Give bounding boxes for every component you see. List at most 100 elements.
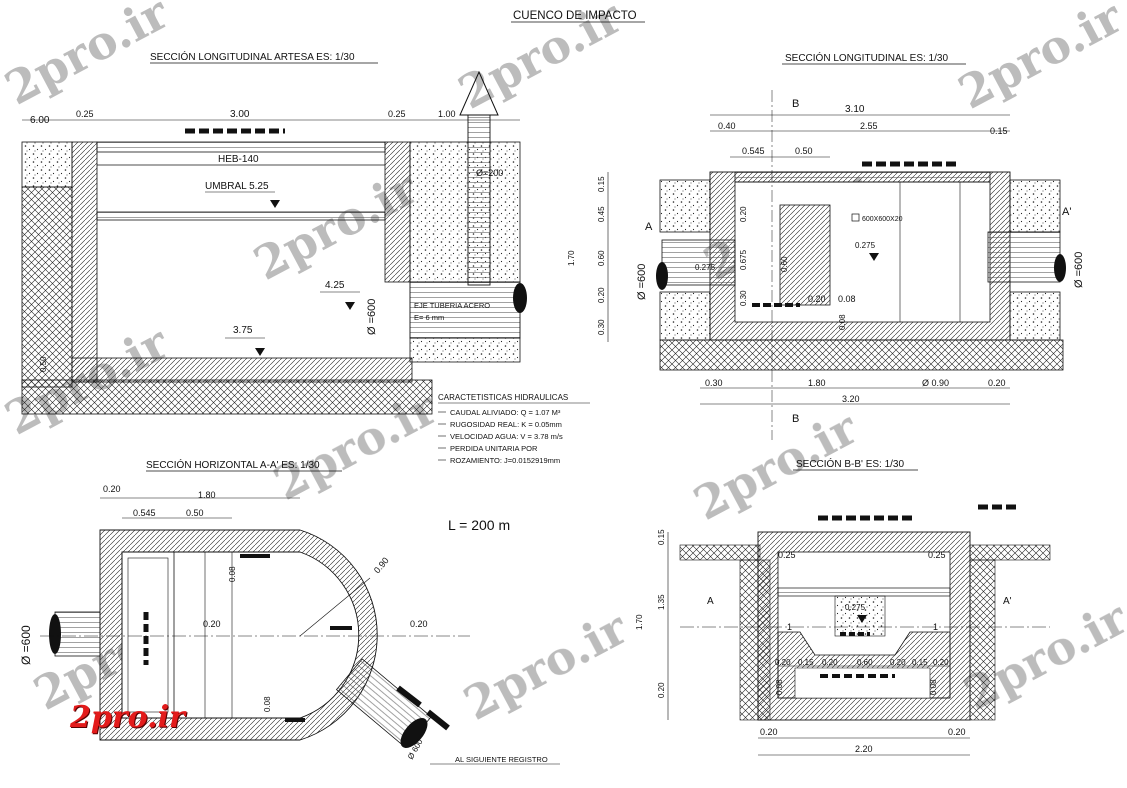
dim-label: 0.08 [263,696,272,712]
dim-label: 0.60 [857,658,873,667]
dim-label: 1 [933,622,938,632]
dim-label: 0.25 [388,109,406,119]
dim-label: 0.20 [739,206,748,222]
note-line: ROZAMIENTO: J=0.0152919mm [450,456,560,465]
view-seccion-longitudinal-artesa: SECCIÓN LONGITUDINAL ARTESA ES: 1/30 6.0… [21,50,527,415]
dim-label: 0.30 [739,290,748,306]
dim-label: 0.15 [798,658,814,667]
dim-label: 0.20 [948,727,966,737]
section-marker: A' [1062,206,1071,218]
dim-label: 6.00 [30,115,50,126]
pipe-thickness: E= 6 mm [414,313,444,322]
view-title: SECCIÓN B-B' ES: 1/30 [796,457,904,470]
pipe-diameter: Ø =600 [1073,252,1085,288]
level-label: 4.25 [325,280,345,291]
sheet-title: CUENCO DE IMPACTO [513,10,637,22]
view-title: SECCIÓN LONGITUDINAL ES: 1/30 [785,51,948,64]
dim-label: 0.30 [597,319,606,335]
dim-label: 2.20 [855,744,873,754]
dim-label: 3.10 [845,104,865,115]
dim-label: 1.35 [657,594,666,610]
pipe-axis-label: EJE TUBERIA ACERO [414,301,490,310]
dim-label: 0.275 [845,603,866,612]
dim-label: 0.20 [933,658,949,667]
dim-label: 1.70 [567,250,576,266]
dim-label: 3.20 [842,394,860,404]
dim-label: 0.545 [133,508,156,518]
dim-label: 3.00 [230,109,250,120]
notes-heading: CARACTETISTICAS HIDRAULICAS [438,393,568,402]
watermark: 2pro.ir [950,0,1127,120]
dim-label: 0.45 [597,206,606,222]
section-marker: A' [1003,596,1012,607]
dim-label: 1.00 [438,109,456,119]
section-marker: A [707,596,714,607]
dim-label: 0.20 [597,287,606,303]
dim-label: 0.15 [912,658,928,667]
dim-label: 0.15 [657,529,666,545]
view-seccion-horizontal: SECCIÓN HORIZONTAL A-A' ES: 1/30 L = 200… [19,458,560,765]
view-seccion-bb: SECCIÓN B-B' ES: 1/30 0.15 1.35 1.70 0.2… [635,457,1051,756]
dim-label: 0.25 [778,550,796,560]
dim-label: 0.60 [597,250,606,266]
dim-label: 0.08 [929,679,938,695]
level-label: UMBRAL 5.25 [205,181,269,192]
dim-label: 0.20 [808,294,826,304]
pipe-diameter: Ø =600 [366,299,378,335]
shaft-diameter: Ø=200 [476,168,503,178]
dim-label: 0.20 [988,378,1006,388]
dim-label: 1.70 [635,614,644,630]
dim-label: 0.50 [795,146,813,156]
dim-label: 0.60 [780,256,789,272]
watermark: 2pro.ir [455,600,636,731]
dim-label: 0.90 [372,555,391,575]
dim-label: 0.275 [695,263,716,272]
note-line: RUGOSIDAD REAL: K = 0.05mm [450,420,562,429]
dim-label: 0.20 [822,658,838,667]
hydraulic-notes: CARACTETISTICAS HIDRAULICAS CAUDAL ALIVI… [438,393,590,465]
dim-label: 0.675 [739,249,748,270]
length-note: L = 200 m [448,517,510,533]
pipe-diameter: Ø =600 [636,264,648,300]
dim-label: Ø 0.90 [922,378,949,388]
dim-label: 1.80 [808,378,826,388]
dim-label: 0.50 [39,356,48,372]
view-seccion-longitudinal: SECCIÓN LONGITUDINAL ES: 1/30 B B A A' 3… [567,51,1085,440]
dim-label: 0.20 [203,619,221,629]
dim-label: 0.20 [103,484,121,494]
dim-label: 0.15 [597,176,606,192]
view-title: SECCIÓN HORIZONTAL A-A' ES: 1/30 [146,458,320,471]
plate-label: 600X600X20 [862,216,903,223]
beam-label: HEB-140 [218,154,259,165]
dim-label: 0.20 [760,727,778,737]
dim-label: 0.20 [775,658,791,667]
dim-label: 0.08 [838,314,847,330]
section-marker: B [792,98,799,110]
dim-label: 0.20 [657,682,666,698]
dim-label: 0.40 [718,121,736,131]
callout-label: AL SIGUIENTE REGISTRO [455,755,548,764]
dim-label: 0.08 [228,566,237,582]
dim-label: 0.20 [890,658,906,667]
dim-label: 0.50 [186,508,204,518]
dim-label: 1 [787,622,792,632]
view-title: SECCIÓN LONGITUDINAL ARTESA ES: 1/30 [150,50,355,63]
dim-label: 0.15 [990,126,1008,136]
dim-label: 0.20 [410,619,428,629]
section-marker: B [792,413,799,425]
dim-label: 2.55 [860,121,878,131]
dim-label: 1.80 [198,490,216,500]
dim-label: 0.08 [838,294,856,304]
dim-label: 0.25 [928,550,946,560]
pipe-diameter: Ø =600 [19,625,33,665]
dim-label: 0.08 [775,679,784,695]
level-label: 3.75 [233,325,253,336]
dim-label: 0.25 [76,109,94,119]
dim-label: 0.275 [855,241,876,250]
note-line: VELOCIDAD AGUA: V = 3.78 m/s [450,432,563,441]
dim-label: 0.30 [705,378,723,388]
note-line: PERDIDA UNITARIA POR [450,444,538,453]
dim-label: 0.545 [742,146,765,156]
section-marker: A [645,221,653,233]
